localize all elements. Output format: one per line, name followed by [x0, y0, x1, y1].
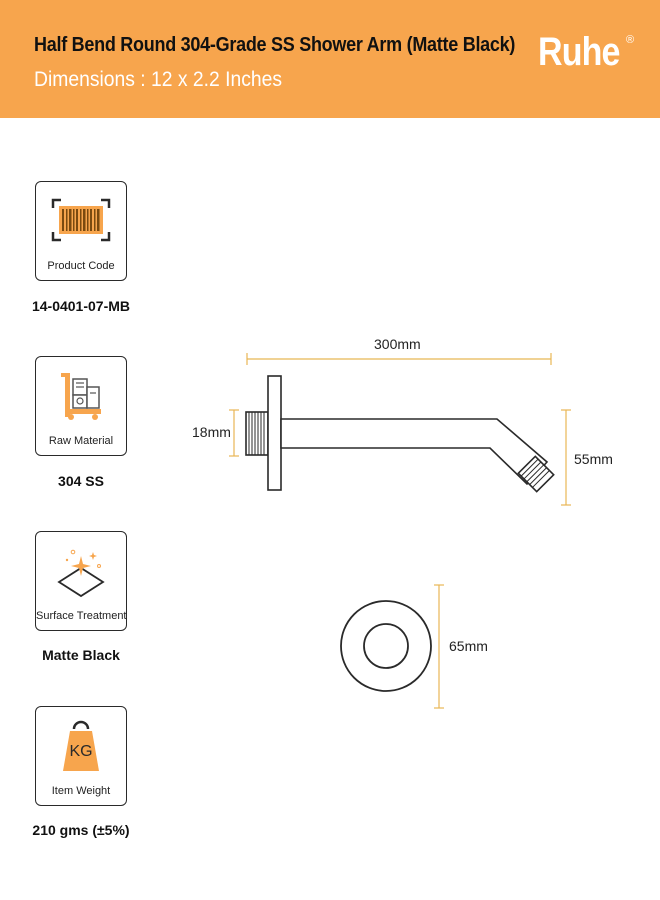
spec-value-item-weight: 210 gms (±5%) [32, 822, 130, 838]
length-dimension-label: 300mm [374, 336, 421, 352]
length-dimension-line [246, 353, 552, 365]
brand-logo: Ruhe [538, 30, 620, 74]
kg-weight-icon: KG [61, 717, 101, 773]
spec-label: Surface Treatment [36, 610, 127, 622]
product-title: Half Bend Round 304-Grade SS Shower Arm … [34, 34, 516, 56]
spec-label: Product Code [47, 260, 115, 272]
flange-dimension-line [434, 584, 444, 709]
material-cart-icon [61, 373, 101, 420]
kg-label: KG [69, 743, 93, 760]
sparkle-surface-icon [57, 549, 105, 598]
drop-dimension-line [561, 409, 571, 506]
shower-arm-side-view [245, 375, 555, 493]
header-banner: Half Bend Round 304-Grade SS Shower Arm … [0, 0, 660, 118]
spec-value-raw-material: 304 SS [58, 473, 104, 489]
product-dimensions-subtitle: Dimensions : 12 x 2.2 Inches [34, 68, 283, 91]
drop-dimension-label: 55mm [574, 451, 613, 467]
spec-card-surface-treatment: Surface Treatment [35, 531, 127, 631]
spec-value-surface-treatment: Matte Black [42, 647, 120, 663]
spec-label: Item Weight [51, 785, 111, 797]
barcode-icon [51, 198, 111, 242]
spec-value-product-code: 14-0401-07-MB [31, 298, 131, 314]
spec-card-raw-material: Raw Material [35, 356, 127, 456]
flange-dimension-label: 65mm [449, 638, 488, 654]
spec-card-item-weight: KG Item Weight [35, 706, 127, 806]
thread-dimension-line [229, 409, 239, 457]
spec-card-product-code: Product Code [35, 181, 127, 281]
flange-front-view [340, 600, 432, 692]
spec-label: Raw Material [48, 435, 114, 447]
thread-dimension-label: 18mm [192, 424, 231, 440]
registered-mark: ® [626, 34, 635, 46]
